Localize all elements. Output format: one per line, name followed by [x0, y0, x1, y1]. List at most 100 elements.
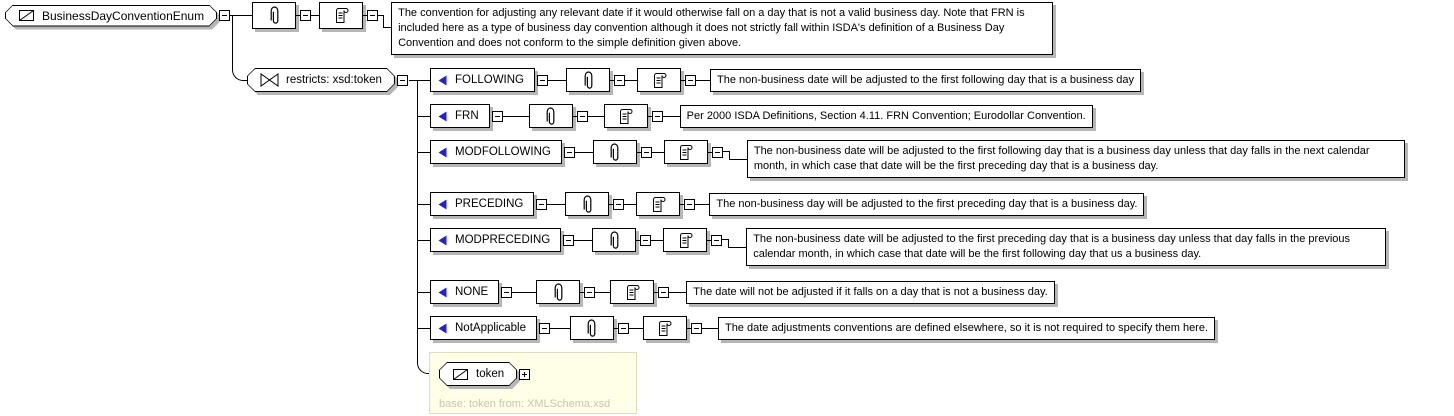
connector-line	[417, 115, 430, 117]
base-type-panel: token base: token from: XMLSchema.xsd	[429, 352, 637, 414]
collapse-toggle[interactable]	[613, 198, 625, 210]
connector-line	[681, 79, 686, 81]
restriction-bowtie-icon	[260, 73, 279, 87]
connector-line	[624, 203, 637, 205]
connector-root-curve	[232, 57, 248, 81]
base-type-name: token	[476, 368, 505, 380]
collapse-toggle[interactable]	[651, 110, 663, 122]
annotation-paperclip-icon	[528, 104, 573, 128]
collapse-toggle[interactable]	[685, 74, 697, 86]
connector-line	[680, 203, 685, 205]
collapse-toggle[interactable]	[614, 74, 626, 86]
collapse-toggle[interactable]	[711, 234, 723, 246]
enum-value-label: FRN	[455, 110, 479, 122]
collapse-toggle[interactable]	[684, 198, 696, 210]
enum-none[interactable]: NONE	[430, 280, 500, 304]
connector-line	[548, 79, 567, 81]
enum-modpreceding[interactable]: MODPRECEDING	[430, 228, 562, 252]
root-row: BusinessDayConventionEnum The convention…	[5, 2, 1054, 55]
connector-line	[610, 79, 615, 81]
documentation-scroll-icon	[663, 140, 708, 164]
connector-step	[722, 228, 747, 252]
documentation-scroll-icon	[642, 316, 687, 340]
node-business-day-convention-enum[interactable]: BusinessDayConventionEnum	[5, 5, 217, 27]
connector-root-vertical	[232, 15, 233, 58]
connector-line	[613, 327, 618, 329]
documentation-text: The non-business day will be adjusted to…	[709, 192, 1145, 216]
collapse-toggle[interactable]	[537, 74, 549, 86]
enumeration-facet-icon	[438, 111, 447, 122]
collapse-toggle[interactable]	[538, 322, 550, 334]
connector-line	[707, 151, 712, 153]
root-type-name: BusinessDayConventionEnum	[42, 8, 205, 23]
connector-line	[662, 115, 680, 117]
collapse-toggle[interactable]	[576, 110, 588, 122]
node-token[interactable]: token	[439, 362, 517, 386]
collapse-toggle[interactable]	[396, 74, 408, 86]
enum-value-label: NotApplicable	[455, 322, 526, 334]
node-restriction[interactable]: restricts: xsd:token	[247, 68, 395, 92]
collapse-toggle[interactable]	[501, 286, 513, 298]
enum-value-label: MODPRECEDING	[455, 234, 551, 246]
enum-preceding[interactable]: PRECEDING	[430, 192, 535, 216]
facet-row: NONE The date will not be adjusted if it…	[417, 280, 1055, 304]
annotation-paperclip-icon	[592, 228, 637, 252]
connector-line	[647, 115, 652, 117]
collapse-toggle[interactable]	[536, 198, 548, 210]
collapse-toggle[interactable]	[640, 146, 652, 158]
collapse-toggle[interactable]	[367, 10, 379, 21]
connector-line	[502, 115, 529, 117]
simple-type-icon	[18, 9, 35, 22]
collapse-toggle[interactable]	[658, 286, 670, 298]
connector-line	[311, 15, 320, 16]
connector-line	[230, 15, 253, 16]
connector-line	[580, 291, 585, 293]
collapse-toggle[interactable]	[563, 234, 575, 246]
connector-line	[512, 291, 537, 293]
connector-line	[417, 327, 430, 329]
collapse-toggle[interactable]	[219, 10, 231, 21]
collapse-toggle[interactable]	[491, 110, 503, 122]
connector-line	[417, 151, 430, 153]
connector-line	[695, 203, 710, 205]
connector-line	[651, 151, 664, 153]
connector-step	[378, 2, 392, 29]
collapse-toggle[interactable]	[640, 234, 652, 246]
facet-row: PRECEDING The non-business day will be a…	[417, 192, 1145, 216]
enum-value-label: MODFOLLOWING	[455, 146, 551, 158]
connector-trunk-vertical	[417, 80, 418, 358]
simple-type-icon	[452, 368, 469, 381]
collapse-toggle[interactable]	[711, 146, 723, 158]
connector-line	[701, 327, 718, 329]
facet-row: NotApplicable The date adjustments conve…	[417, 316, 1216, 340]
connector-line	[363, 15, 368, 16]
connector-line	[409, 79, 430, 81]
annotation-paperclip-icon	[592, 140, 637, 164]
collapse-toggle[interactable]	[584, 286, 596, 298]
enum-following[interactable]: FOLLOWING	[430, 68, 536, 92]
connector-line	[628, 327, 643, 329]
connector-line	[651, 239, 664, 241]
connector-line	[696, 79, 711, 81]
collapse-toggle[interactable]	[563, 146, 575, 158]
facet-row: FRN Per 2000 ISDA Definitions, Section 4…	[417, 104, 1093, 128]
connector-line	[707, 239, 712, 241]
documentation-text: The non-business date will be adjusted t…	[746, 140, 1405, 178]
enum-modfollowing[interactable]: MODFOLLOWING	[430, 140, 562, 164]
expand-toggle[interactable]	[519, 368, 531, 380]
enumeration-facet-icon	[438, 235, 447, 246]
annotation-paperclip-icon	[252, 2, 297, 29]
connector-line	[574, 151, 593, 153]
documentation-scroll-icon	[663, 228, 708, 252]
collapse-toggle[interactable]	[690, 322, 702, 334]
annotation-paperclip-icon	[565, 192, 610, 216]
documentation-scroll-icon	[610, 280, 655, 304]
annotation-paperclip-icon	[536, 280, 581, 304]
enumeration-facet-icon	[438, 199, 447, 210]
collapse-toggle[interactable]	[617, 322, 629, 334]
enum-frn[interactable]: FRN	[430, 104, 490, 128]
enum-notapplicable[interactable]: NotApplicable	[430, 316, 537, 340]
documentation-text: The convention for adjusting any relevan…	[391, 2, 1054, 55]
collapse-toggle[interactable]	[300, 10, 312, 21]
documentation-text: The non-business date will be adjusted t…	[710, 68, 1142, 92]
